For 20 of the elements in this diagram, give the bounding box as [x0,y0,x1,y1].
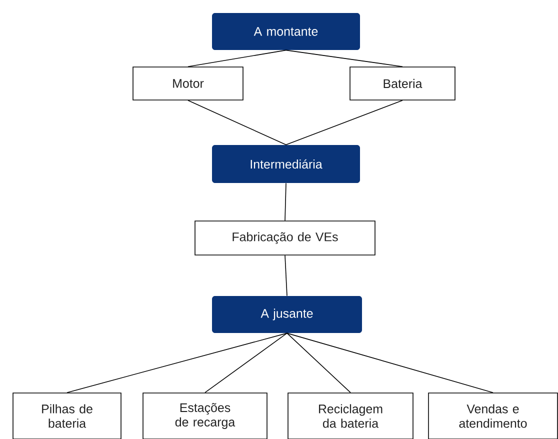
connector-line [286,332,351,393]
item-box: Motor [132,66,244,100]
item-box: Estações de recarga [142,392,268,439]
connector-line [204,332,288,393]
connector-line [284,254,288,296]
connector-line [66,332,288,393]
connector-line [188,50,286,67]
item-box: Reciclagem da bateria [288,392,414,439]
connector-line [286,50,403,67]
stage-box: Intermediária [212,145,360,183]
stage-box: A jusante [212,296,362,333]
item-box: Vendas e atendimento [428,392,558,439]
item-box: Fabricação de VEs [194,220,376,256]
stage-box: A montante [212,13,360,50]
connector-line [286,332,494,393]
connector-line [284,182,286,221]
connector-line [286,100,403,146]
connector-line [188,100,286,146]
item-box: Bateria [350,66,456,100]
item-box: Pilhas de bateria [12,392,122,439]
